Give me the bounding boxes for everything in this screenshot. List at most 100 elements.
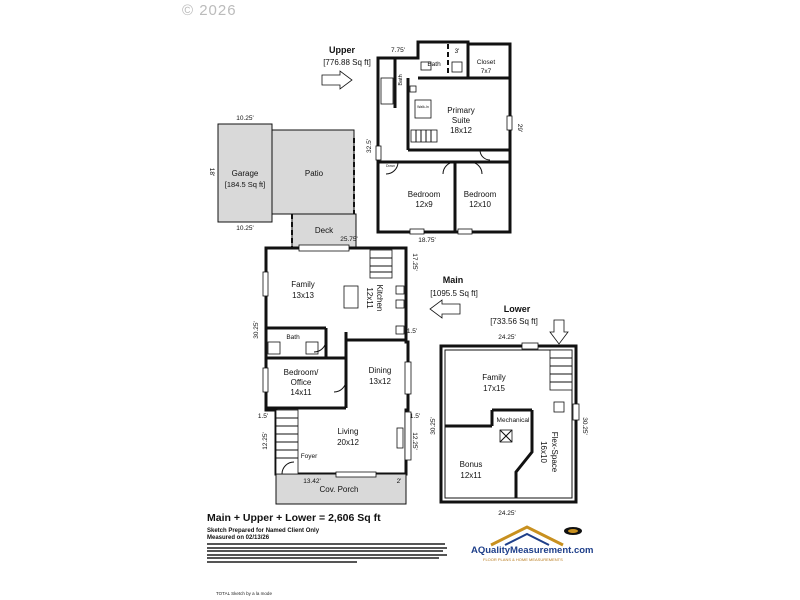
lower-inner-wall [444, 349, 573, 499]
dim-main-1225b: 12.25' [411, 432, 418, 450]
dim-lower-left: 30.25' [430, 417, 437, 435]
bedroom1-size: 12x9 [415, 200, 433, 209]
lower-floor-name: Lower [504, 304, 531, 314]
copyright-watermark: © 2026 [182, 2, 237, 19]
bonus-size: 12x11 [460, 471, 482, 480]
primary-label-1: Primary [447, 106, 475, 115]
deck-shape [291, 213, 357, 249]
upper-bath-dashed [418, 41, 449, 74]
garage-label: Garage [232, 169, 259, 178]
lower-family-label: Family [482, 373, 506, 382]
window [572, 403, 580, 421]
closet-size: 7x7 [481, 68, 492, 75]
window [375, 145, 382, 161]
deck-label: Deck [315, 226, 334, 235]
living-fireplace [396, 427, 404, 449]
main-bath-label: Bath [286, 334, 300, 341]
dim-lower-bottom: 24.25' [498, 510, 516, 517]
dim-lower-top: 24.25' [498, 334, 516, 341]
porch-shape [275, 473, 407, 505]
main-floor-area: [1095.5 Sq ft] [430, 289, 478, 298]
kitchen-label: Kitchen [375, 285, 384, 312]
door-swing [333, 379, 347, 393]
flex-west-wall [514, 410, 534, 498]
prepared-for: Sketch Prepared for Named Client Only [207, 528, 320, 534]
lower-outer-wall [439, 344, 578, 504]
upper-tub [380, 77, 394, 105]
dim-upper-left: 32.5' [366, 139, 373, 153]
dim-porch-len: 13.42' [303, 478, 321, 485]
bedroom-office-size: 14x11 [290, 388, 312, 397]
living-size: 20x12 [337, 438, 359, 447]
kitchen-stairs [369, 249, 393, 279]
walkin-label: Walk-In [417, 105, 429, 109]
dim-main-right: 17.25' [411, 253, 418, 271]
foyer-label: Foyer [301, 453, 318, 460]
bedroom2-size: 12x10 [469, 200, 491, 209]
lower-floor-area: [733.56 Sq ft] [490, 317, 538, 326]
upper-pointer-arrow [321, 70, 353, 90]
kitchen-fridge [395, 325, 405, 335]
main-bath-toilet [267, 341, 281, 355]
door-swing [442, 161, 456, 175]
primary-size: 18x12 [450, 126, 472, 135]
upper-floor-area: [776.88 Sq ft] [323, 58, 371, 67]
door-swing [469, 161, 483, 175]
dim-upper-right: 29' [516, 124, 523, 132]
logo-tagline: FLOOR PLANS & HOME MEASUREMENTS [483, 557, 563, 562]
dim-porch-2: 2' [397, 478, 402, 485]
door-swing [313, 339, 327, 353]
window [262, 367, 269, 393]
side-bath-label: Bath [398, 74, 404, 85]
window [335, 471, 377, 478]
logo-text: AQualityMeasurement.com [471, 545, 594, 556]
window [404, 411, 412, 461]
upper-bath-label: Bath [427, 61, 441, 68]
living-label: Living [338, 427, 359, 436]
dim-main-left: 30.25' [253, 321, 260, 339]
door-swing [385, 161, 399, 175]
exterior-structures: 10.25' 10.25' 18' Garage [184.5 Sq ft] P… [208, 115, 357, 249]
kitchen-sink [395, 285, 405, 295]
lower-family-size: 17x15 [483, 384, 505, 393]
dim-main-15b: 1.5' [258, 413, 268, 420]
main-bath-sink [305, 341, 319, 355]
mech-cross [499, 429, 513, 443]
main-floor-name: Main [443, 275, 464, 285]
window [409, 228, 425, 235]
company-logo: AQualityMeasurement.com FLOOR PLANS & HO… [471, 521, 593, 569]
down-label: Down [386, 164, 395, 168]
flex-size: 16x10 [539, 441, 548, 463]
bedroom-office-label-2: Office [291, 378, 312, 387]
main-family-label: Family [291, 280, 315, 289]
main-family-size: 13x13 [292, 291, 314, 300]
lower-floor: Lower [733.56 Sq ft] Family 17x15 Mechan… [430, 304, 588, 517]
roof-logo-icon [490, 525, 582, 547]
main-pointer-arrow [429, 299, 461, 319]
dim-upper-bottom: 18.75' [418, 237, 436, 244]
main-floor: Main [1095.5 Sq ft] Family 13x13 Kitchen… [253, 236, 478, 505]
flex-label: Flex-Space [550, 432, 559, 473]
dining-label: Dining [369, 366, 392, 375]
lower-water-heater [553, 401, 565, 413]
main-outer-wall [264, 246, 410, 476]
dim-garage-top: 10.25' [236, 115, 254, 122]
bedroom2-label: Bedroom [464, 190, 497, 199]
kitchen-range [395, 299, 405, 309]
window [506, 115, 513, 131]
mechanical-label: Mechanical [497, 417, 530, 424]
door-swing [479, 149, 491, 161]
garage-area: [184.5 Sq ft] [225, 180, 265, 189]
stair-top [410, 129, 438, 143]
walkin-box [414, 99, 432, 119]
upper-floor: Upper [776.88 Sq ft] Bath Closet 7x7 Pri… [321, 40, 523, 244]
window [404, 361, 412, 395]
closet-label: Closet [477, 59, 496, 66]
dim-garage-side: 18' [208, 168, 215, 176]
dim-upper-3: 3' [455, 48, 460, 55]
side-bath-toilet [409, 85, 417, 93]
upper-sink [420, 61, 432, 71]
dim-main-15a: 1.5' [407, 328, 417, 335]
dim-upper-top: 7.75' [391, 47, 405, 54]
window [262, 271, 269, 297]
